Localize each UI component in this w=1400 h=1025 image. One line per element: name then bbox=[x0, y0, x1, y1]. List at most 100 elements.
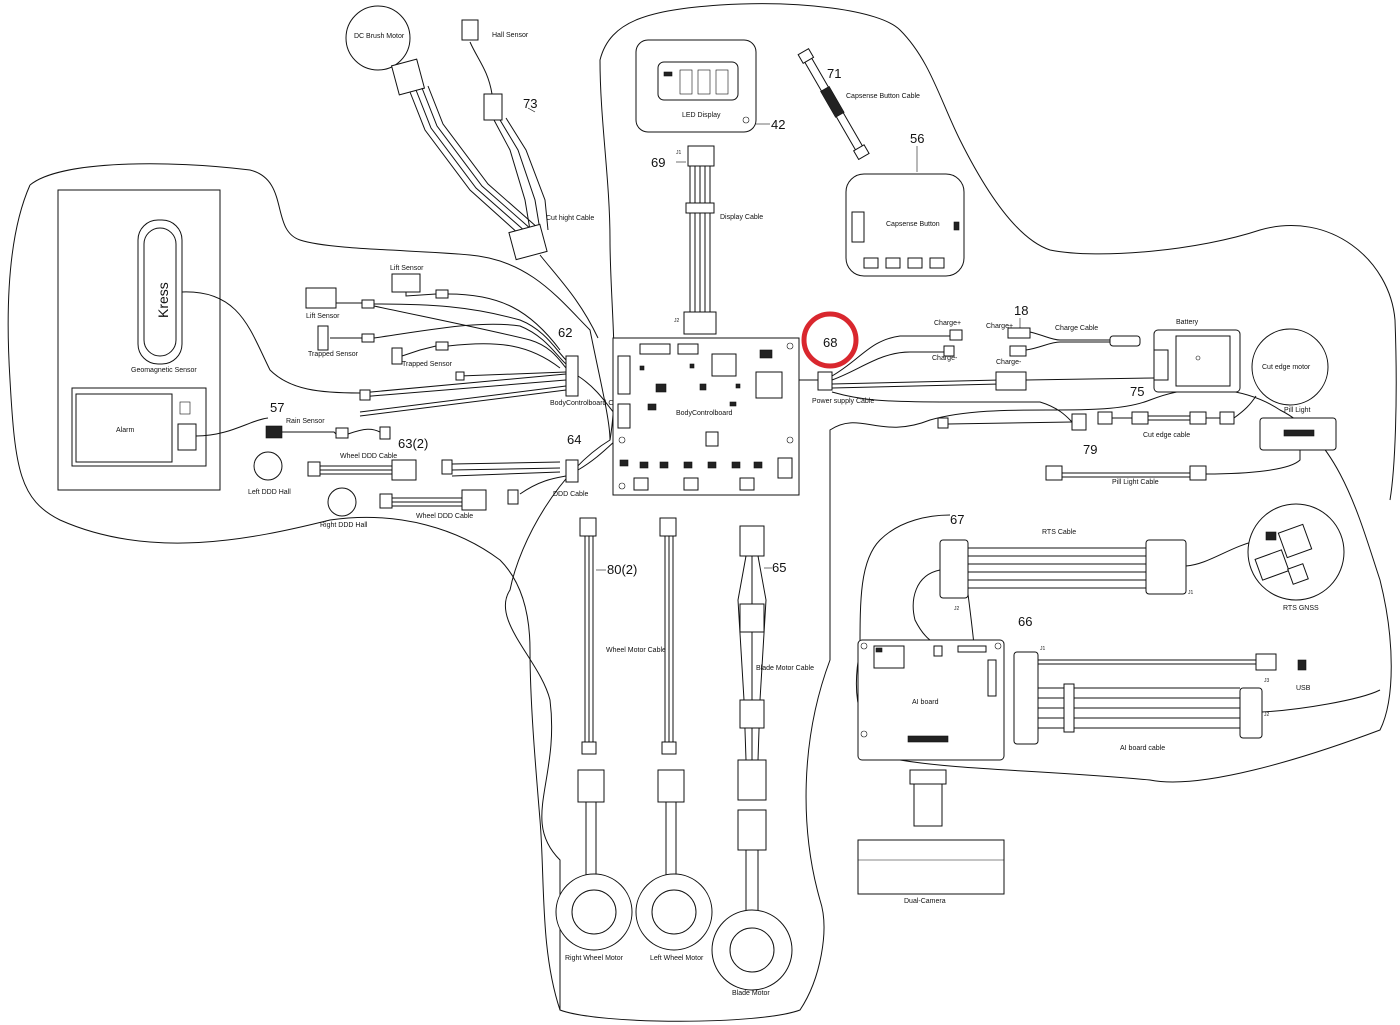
battery-cable-connector bbox=[995, 371, 1027, 391]
callout-66: 66 bbox=[1018, 614, 1032, 629]
callout-67: 67 bbox=[950, 512, 964, 527]
right-ddd-hall-part bbox=[327, 487, 357, 517]
lift-sensor-1-label: Lift Sensor bbox=[306, 313, 340, 320]
pill-light-cable-label: Pill Light Cable bbox=[1112, 479, 1159, 486]
pill-light-label: Pill Light bbox=[1284, 407, 1311, 414]
callout-64: 64 bbox=[567, 432, 581, 447]
ai-board-cable-label: AI board cable bbox=[1120, 745, 1165, 752]
cut-edge-motor-label: Cut edge motor bbox=[1262, 364, 1311, 371]
body-controlboard-cable-connector bbox=[565, 355, 579, 397]
dual-camera-flex bbox=[909, 769, 947, 785]
right-ddd-hall-label: Right DDD Hall bbox=[320, 522, 368, 529]
ai-board-cable-wires bbox=[1038, 683, 1240, 733]
cut-height-connector bbox=[508, 223, 548, 261]
callout-68: 68 bbox=[823, 335, 837, 350]
wheel-motor-cable-2-top bbox=[659, 517, 677, 537]
wheel-motor-cable-label: Wheel Motor Cable bbox=[606, 647, 666, 654]
ai-board-group: AI board Dual-Camera 66 J1 J3 J2 AI boar… bbox=[857, 614, 1381, 905]
charge-minus-part bbox=[1009, 345, 1027, 357]
region-outlines bbox=[7, 3, 1397, 1022]
led-display-group: LED Display 42 J1 69 Display Cable J2 bbox=[635, 39, 785, 335]
ai-j1: J1 bbox=[1040, 646, 1046, 652]
charge-plus-label: Charge+ bbox=[934, 320, 961, 327]
led-digits bbox=[663, 69, 729, 95]
power-supply-cable-label: Power supply Cable bbox=[812, 398, 874, 405]
hall-sensor-part bbox=[461, 19, 479, 41]
display-cable-top-connector bbox=[687, 145, 715, 167]
ai-board-cable-j2-connector bbox=[1239, 687, 1263, 739]
ddd-cable-label: DDD Cable bbox=[553, 491, 589, 498]
callout-79: 79 bbox=[1083, 442, 1097, 457]
dc-brush-connector bbox=[390, 58, 426, 96]
blade-motor-cable-label: Blade Motor Cable bbox=[756, 665, 814, 672]
callout-68-highlight bbox=[801, 311, 859, 369]
lift-sensor-1-part bbox=[305, 287, 337, 309]
callout-75: 75 bbox=[1130, 384, 1144, 399]
wheel-motor-cable-1-top bbox=[579, 517, 597, 537]
dual-camera-label: Dual-Camera bbox=[904, 898, 946, 905]
cut-edge-cable-label: Cut edge cable bbox=[1143, 432, 1190, 439]
rts-gnss-label: RTS GNSS bbox=[1283, 605, 1319, 612]
svg-text:J1: J1 bbox=[676, 150, 682, 156]
wheel-ddd-cable-2-label: Wheel DDD Cable bbox=[416, 513, 473, 520]
trapped-sensor-1-label: Trapped Sensor bbox=[308, 351, 359, 358]
left-wheel-motor-connector bbox=[657, 769, 685, 803]
alarm-speaker bbox=[75, 393, 173, 463]
callout-63: 63(2) bbox=[398, 436, 428, 451]
rain-sensor-part bbox=[265, 425, 283, 439]
hall-connector bbox=[483, 93, 503, 121]
lift-sensor-2-part bbox=[391, 273, 421, 293]
body-controlboard-group: BodyControlboard bbox=[612, 337, 800, 496]
sensor-harness-group: Lift Sensor Lift Sensor Trapped Sensor T… bbox=[305, 265, 627, 421]
display-cable-wires bbox=[685, 166, 715, 312]
motors-group: 80(2) Wheel Motor Cable Right Wheel Moto… bbox=[555, 517, 814, 997]
usb-label: USB bbox=[1296, 685, 1311, 692]
rts-j2: J2 bbox=[954, 606, 960, 612]
ai-board-part bbox=[857, 639, 1005, 761]
rts-cable-j1-connector bbox=[1145, 539, 1187, 595]
charge-plus-part bbox=[1007, 327, 1031, 339]
dc-brush-motor-label: DC Brush Motor bbox=[354, 33, 405, 40]
dc-brush-motor-group: DC Brush Motor Hall Sensor 73 Cut hight … bbox=[345, 5, 599, 339]
callout-73: 73 bbox=[523, 96, 537, 111]
alarm-label: Alarm bbox=[116, 427, 134, 434]
right-wheel-motor-label: Right Wheel Motor bbox=[565, 955, 624, 962]
callout-62: 62 bbox=[558, 325, 572, 340]
charge-cable-label: Charge Cable bbox=[1055, 325, 1098, 332]
hall-sensor-label: Hall Sensor bbox=[492, 32, 529, 39]
trapped-sensor-2-part bbox=[391, 347, 403, 365]
led-display-label: LED Display bbox=[682, 112, 721, 119]
dual-camera-part bbox=[857, 839, 1005, 895]
right-wheel-motor-connector bbox=[577, 769, 605, 803]
rts-cable-label: RTS Cable bbox=[1042, 529, 1076, 536]
ai-j2: J2 bbox=[1264, 712, 1270, 718]
left-sensors-group: Kress Geomagnetic Sensor Alarm bbox=[57, 189, 361, 491]
dc-brush-motor-outline bbox=[345, 5, 411, 71]
display-cable-label: Display Cable bbox=[720, 214, 763, 221]
blade-motor-label: Blade Motor bbox=[732, 990, 770, 997]
rts-j1: J1 bbox=[1188, 590, 1194, 596]
rts-cable-j2-connector bbox=[939, 539, 969, 599]
capsense-header bbox=[851, 211, 865, 243]
capsense-button-label: Capsense Button bbox=[886, 221, 940, 228]
ddd-cable-connector bbox=[565, 459, 579, 483]
charge-minus-2-label: Charge- bbox=[996, 359, 1022, 366]
capsense-button-cable-label: Capsense Button Cable bbox=[846, 93, 920, 100]
charge-plus-2-label: Charge+ bbox=[986, 323, 1013, 330]
capsense-group: 71 Capsense Button Cable 56 Capsense But… bbox=[797, 47, 965, 277]
capsense-button-cable-part bbox=[797, 47, 870, 161]
power-group: 68 Power supply Cable Charge+ Charge- 18… bbox=[799, 303, 1241, 431]
ai-board-cable-j3-connector bbox=[1255, 653, 1277, 671]
callout-18: 18 bbox=[1014, 303, 1028, 318]
callout-56: 56 bbox=[910, 131, 924, 146]
body-controlboard-cable-label: BodyControlboard Cable bbox=[550, 400, 627, 407]
callout-65: 65 bbox=[772, 560, 786, 575]
rts-cable-wires bbox=[968, 547, 1148, 589]
left-wheel-motor-label: Left Wheel Motor bbox=[650, 955, 704, 962]
rts-group: 67 J2 RTS Cable J1 RTS GNSS bbox=[912, 503, 1345, 649]
wheel-ddd-cable-1-label: Wheel DDD Cable bbox=[340, 453, 397, 460]
trapped-sensor-2-label: Trapped Sensor bbox=[402, 361, 453, 368]
alarm-connector bbox=[177, 423, 197, 451]
callout-42: 42 bbox=[771, 117, 785, 132]
